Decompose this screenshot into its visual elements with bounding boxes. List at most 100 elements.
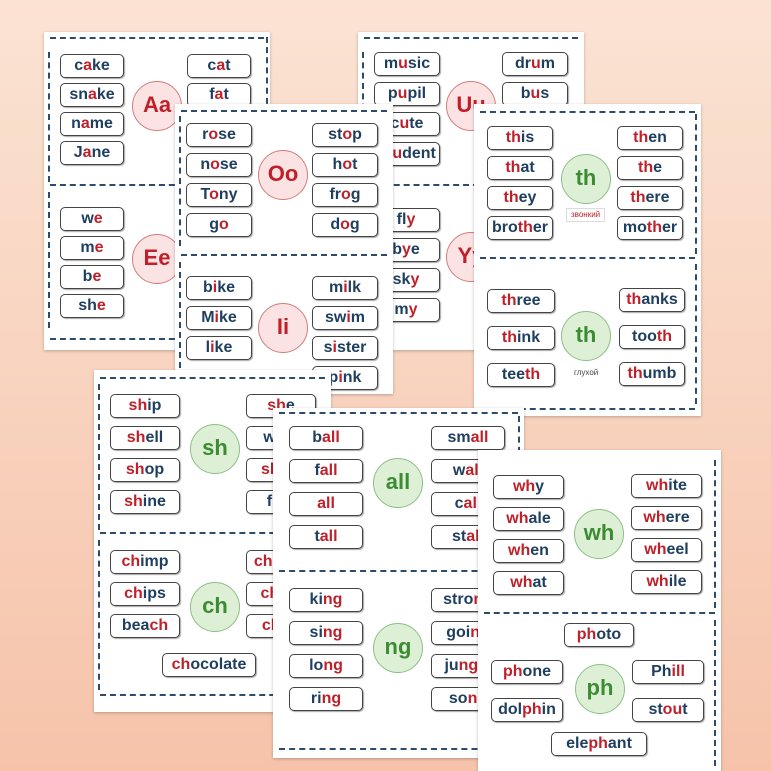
word-part: b <box>82 268 93 285</box>
word-card: she <box>60 294 124 318</box>
highlighted-letters: ch <box>121 553 141 570</box>
word-part: ite <box>668 477 687 494</box>
word-part: bro <box>491 219 518 236</box>
word-card: thanks <box>619 288 685 312</box>
highlighted-letters: wh <box>646 573 669 590</box>
word-part: T <box>200 186 210 203</box>
letter-circle: Ee <box>132 234 182 284</box>
word-part: Ph <box>651 663 672 680</box>
word-card: while <box>631 570 702 594</box>
highlighted-letters: ng <box>321 690 342 707</box>
word-part: ki <box>309 591 323 608</box>
word-part: w <box>81 210 94 227</box>
highlighted-letters: th <box>525 366 541 383</box>
word-part: en <box>648 129 667 146</box>
word-part: sic <box>407 55 431 72</box>
highlighted-letters: i <box>343 279 348 296</box>
word-card: fat <box>187 83 251 107</box>
word-card: Tony <box>186 183 252 207</box>
word-part: b <box>520 85 531 102</box>
word-card: nose <box>186 153 252 177</box>
word-part: d <box>330 216 341 233</box>
letter-circle: Oo <box>258 150 308 200</box>
word-part: in <box>541 701 556 718</box>
word-part: p <box>387 85 398 102</box>
word-card: three <box>487 289 555 313</box>
word-card: mother <box>617 216 683 240</box>
word-part: is <box>520 129 535 146</box>
word-part: sm <box>447 429 471 446</box>
word-card: stop <box>312 123 378 147</box>
word-card: stout <box>632 698 704 722</box>
highlighted-letters: all <box>470 429 489 446</box>
highlighted-letters: ou <box>662 701 683 718</box>
word-card: this <box>487 126 553 150</box>
highlighted-letters: u <box>397 85 408 102</box>
highlighted-letters: th <box>505 129 521 146</box>
word-part: ip <box>147 397 162 414</box>
word-part: er <box>661 219 678 236</box>
digraph-circle: sh <box>190 424 240 474</box>
word-part: op <box>144 461 165 478</box>
word-card: fall <box>289 459 363 483</box>
highlighted-letters: o <box>342 126 353 143</box>
word-card: snake <box>60 83 124 107</box>
word-card: shop <box>110 458 180 482</box>
word-part: ster <box>337 339 367 356</box>
highlighted-letters: i <box>210 339 215 356</box>
highlighted-letters: e <box>96 297 106 314</box>
highlighted-letters: y <box>401 241 411 258</box>
word-part: bea <box>121 617 150 634</box>
word-card: drum <box>502 52 568 76</box>
word-card: sing <box>289 621 363 645</box>
letter-circle: Ii <box>258 303 308 353</box>
word-card: name <box>60 112 124 136</box>
highlighted-letters: all <box>321 429 340 446</box>
voiceless-note: глухой <box>570 367 603 379</box>
highlighted-letters: ph <box>576 626 597 643</box>
word-card: then <box>617 126 683 150</box>
word-card: cat <box>187 54 251 78</box>
word-part: e <box>285 397 295 414</box>
highlighted-letters: wh <box>508 542 531 559</box>
highlighted-letters: wh <box>644 541 667 558</box>
word-card: chocolate <box>162 653 256 677</box>
word-part: ke <box>214 339 233 356</box>
word-card: king <box>289 588 363 612</box>
word-part: fl <box>396 211 407 228</box>
word-card: teeth <box>487 363 555 387</box>
word-card: dolphin <box>491 698 563 722</box>
word-part: y <box>535 478 545 495</box>
word-part: en <box>530 542 549 559</box>
highlighted-letters: th <box>637 159 654 176</box>
word-part: si <box>309 624 323 641</box>
word-part: imp <box>140 553 169 570</box>
highlighted-letters: u <box>398 55 408 72</box>
word-part: goi <box>446 624 471 641</box>
word-card: whale <box>493 507 564 531</box>
word-part: ey <box>518 189 537 206</box>
highlighted-letters: ng <box>323 657 343 674</box>
highlighted-letters: th <box>630 189 646 206</box>
word-part: m <box>328 279 344 296</box>
word-part: at <box>520 159 535 176</box>
highlighted-letters: i <box>332 339 337 356</box>
word-part: ke <box>96 86 115 103</box>
word-part: dent <box>402 145 436 162</box>
highlighted-letters: ng <box>322 624 343 641</box>
highlighted-letters: ph <box>522 701 542 718</box>
word-card: frog <box>312 183 378 207</box>
highlighted-letters: u <box>392 145 403 162</box>
highlighted-letters: th <box>503 189 519 206</box>
word-part: ny <box>218 186 238 203</box>
word-card: Phill <box>632 660 704 684</box>
word-part: c <box>454 495 464 512</box>
word-card: that <box>487 156 553 180</box>
word-part: st <box>648 701 663 718</box>
highlighted-letters: a <box>216 57 226 74</box>
word-part: fi <box>266 493 277 510</box>
highlighted-letters: o <box>208 126 219 143</box>
word-part: ocolate <box>190 656 247 673</box>
